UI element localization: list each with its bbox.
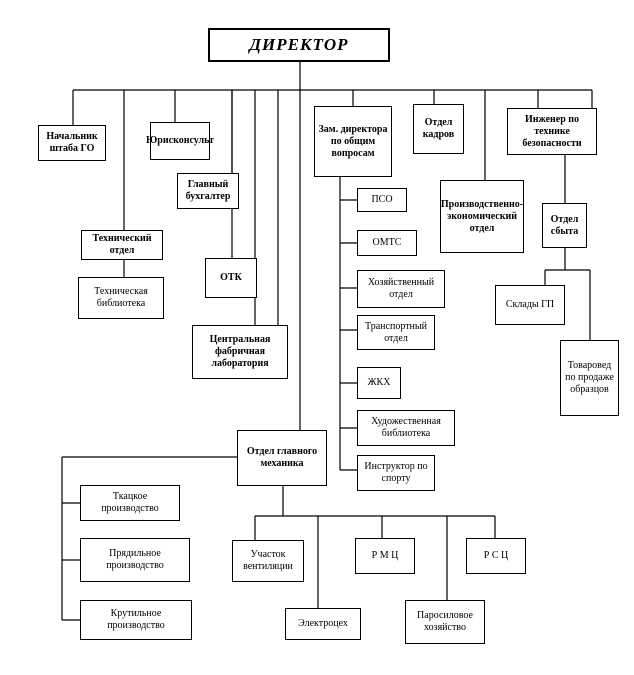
lawyer-box: Юрисконсульт	[146, 122, 214, 160]
tech-dept-box: Технический отдел	[81, 230, 163, 260]
zhkh-box: ЖКХ	[357, 367, 401, 399]
merchandiser-box: Товаровед по продаже образцов	[560, 340, 619, 416]
rsc-box: Р С Ц	[466, 538, 526, 574]
spinning-box: Прядильное производство	[80, 538, 190, 582]
twisting-box: Крутильное производство	[80, 600, 192, 640]
deputy-general-box: Зам. директора по общим вопросам	[314, 106, 392, 177]
electro-shop-box: Электроцех	[285, 608, 361, 640]
safety-engineer-box: Инженер по технике безопасности	[507, 108, 597, 155]
chief-mechanic-box: Отдел главного механика	[237, 430, 327, 486]
sports-instructor-box: Инструктор по спорту	[357, 455, 435, 491]
transport-dept-box: Транспортный отдел	[357, 315, 435, 350]
ventilation-box: Участок вентиляции	[232, 540, 304, 582]
tech-library-box: Техническая библиотека	[78, 277, 164, 319]
hr-dept-box: Отдел кадров	[413, 104, 464, 154]
warehouses-box: Склады ГП	[495, 285, 565, 325]
sales-dept-box: Отдел сбыта	[542, 203, 587, 248]
otk-box: ОТК	[205, 258, 257, 298]
go-chief-box: Начальник штаба ГО	[38, 125, 106, 161]
pso-box: ПСО	[357, 188, 407, 212]
economic-dept-box: Хозяйственный отдел	[357, 270, 445, 308]
weaving-box: Ткацкое производство	[80, 485, 180, 521]
director-box: ДИРЕКТОР	[208, 28, 390, 62]
chief-accountant-box: Главный бухгалтер	[177, 173, 239, 209]
steam-power-box: Паросиловое хозяйство	[405, 600, 485, 644]
rmc-box: Р М Ц	[355, 538, 415, 574]
art-library-box: Художественная библиотека	[357, 410, 455, 446]
omts-box: ОМТС	[357, 230, 417, 256]
planning-dept-box: Производственно-экономический отдел	[440, 180, 524, 253]
central-lab-box: Центральная фабричная лаборатория	[192, 325, 288, 379]
